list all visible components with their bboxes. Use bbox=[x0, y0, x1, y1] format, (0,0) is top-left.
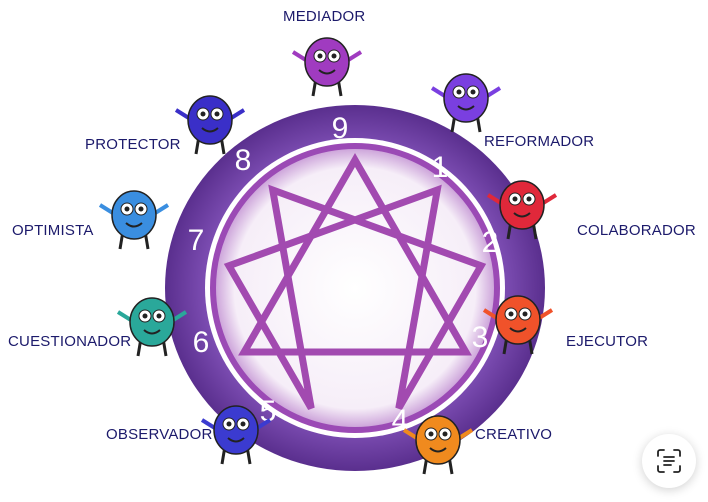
type-number-9: 9 bbox=[332, 112, 349, 145]
star-hexad bbox=[223, 184, 487, 411]
character-reformador-icon bbox=[430, 73, 502, 133]
character-cuestionador-icon bbox=[116, 297, 188, 357]
character-ejecutor-icon bbox=[482, 295, 554, 355]
type-label-observador: OBSERVADOR bbox=[106, 426, 213, 443]
type-number-4: 4 bbox=[392, 404, 409, 437]
type-number-7: 7 bbox=[188, 224, 205, 257]
type-label-optimista: OPTIMISTA bbox=[12, 222, 94, 239]
type-number-5: 5 bbox=[260, 395, 277, 428]
character-creativo-icon bbox=[402, 415, 474, 475]
character-colaborador-icon bbox=[486, 180, 558, 240]
text-scan-button[interactable] bbox=[642, 434, 696, 488]
type-label-colaborador: COLABORADOR bbox=[577, 222, 696, 239]
character-protector-icon bbox=[174, 95, 246, 155]
type-number-2: 2 bbox=[482, 226, 499, 259]
character-mediador-icon bbox=[291, 37, 363, 97]
inner-circle bbox=[210, 143, 500, 433]
enneagram-star bbox=[223, 153, 487, 411]
type-label-protector: PROTECTOR bbox=[85, 136, 181, 153]
type-label-ejecutor: EJECUTOR bbox=[566, 333, 649, 350]
text-scan-icon bbox=[657, 449, 681, 473]
star-triangle bbox=[238, 153, 472, 356]
type-number-8: 8 bbox=[235, 144, 252, 177]
type-label-creativo: CREATIVO bbox=[475, 426, 553, 443]
type-number-6: 6 bbox=[193, 326, 210, 359]
character-observador-icon bbox=[200, 405, 272, 465]
type-label-mediador: MEDIADOR bbox=[283, 8, 366, 25]
type-label-cuestionador: CUESTIONADOR bbox=[8, 333, 132, 350]
type-number-1: 1 bbox=[432, 151, 449, 184]
character-optimista-icon bbox=[98, 190, 170, 250]
type-number-3: 3 bbox=[472, 321, 489, 354]
type-label-reformador: REFORMADOR bbox=[484, 133, 595, 150]
